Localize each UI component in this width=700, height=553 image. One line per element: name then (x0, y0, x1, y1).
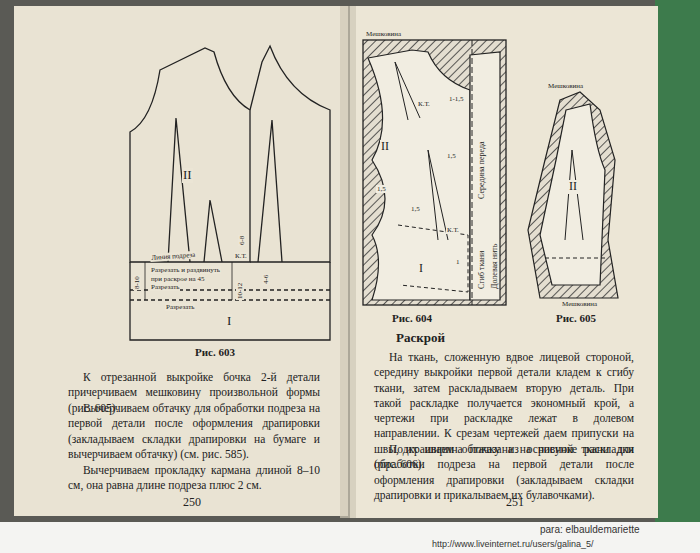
mark: К.Т. (417, 100, 431, 108)
part-number: II (182, 168, 193, 183)
fabric-note: Мешковина (366, 30, 401, 38)
pocket-drawing (528, 92, 618, 298)
line-note: Разрезать (165, 303, 195, 311)
grain-note: Середина переда (477, 140, 486, 200)
dimension: 10-12 (236, 282, 244, 300)
figure-caption: Рис. 604 (392, 312, 432, 325)
part-number: I (418, 262, 424, 276)
pattern-drawing (130, 46, 330, 340)
allowance: 1,5 (446, 152, 457, 160)
dimension: 8-10 (133, 275, 141, 290)
watermark: para: elbauldemariette (540, 524, 640, 536)
figure-caption: Рис. 603 (195, 346, 235, 359)
page-number: 250 (183, 496, 201, 510)
part-number: II (380, 140, 390, 154)
part-number: I (226, 314, 232, 329)
line-note: Разрезать и раздвинуть (150, 266, 221, 274)
fabric-note: Мешковина (562, 300, 597, 308)
dimension: 4-6 (262, 274, 270, 285)
dimension: 6-8 (238, 235, 246, 246)
layout-drawing (363, 40, 506, 305)
paragraph: Вычерчиваем обтачку для обработки подрез… (68, 401, 320, 462)
mark: К.Т. (446, 226, 460, 234)
page-number: 251 (506, 496, 524, 510)
paragraph: Подкраиваем обтачку из основной ткани дл… (374, 442, 634, 503)
fabric-note: Мешковина (548, 82, 583, 90)
line-note: Линия подреза (150, 251, 197, 262)
allowance: 1,5 (410, 205, 421, 213)
figure-caption: Рис. 605 (556, 312, 596, 325)
allowance: 1,5 (376, 185, 387, 193)
part-number: II (568, 180, 578, 194)
allowance: 1-1,5 (448, 95, 465, 103)
mark: К.Т. (234, 252, 248, 260)
grain-note: Сгиб ткани (477, 250, 486, 290)
section-heading: Раскрой (396, 331, 445, 346)
watermark: http://www.liveinternet.ru/users/galina_… (432, 539, 594, 549)
paragraph: Вычерчиваем прокладку кармана длиной 8–1… (68, 463, 320, 494)
allowance: 1 (455, 258, 461, 266)
grain-note: Долевая нить (490, 242, 499, 290)
line-note: при раскрое на 45 (150, 275, 205, 283)
line-note: Разрезать (150, 283, 180, 291)
